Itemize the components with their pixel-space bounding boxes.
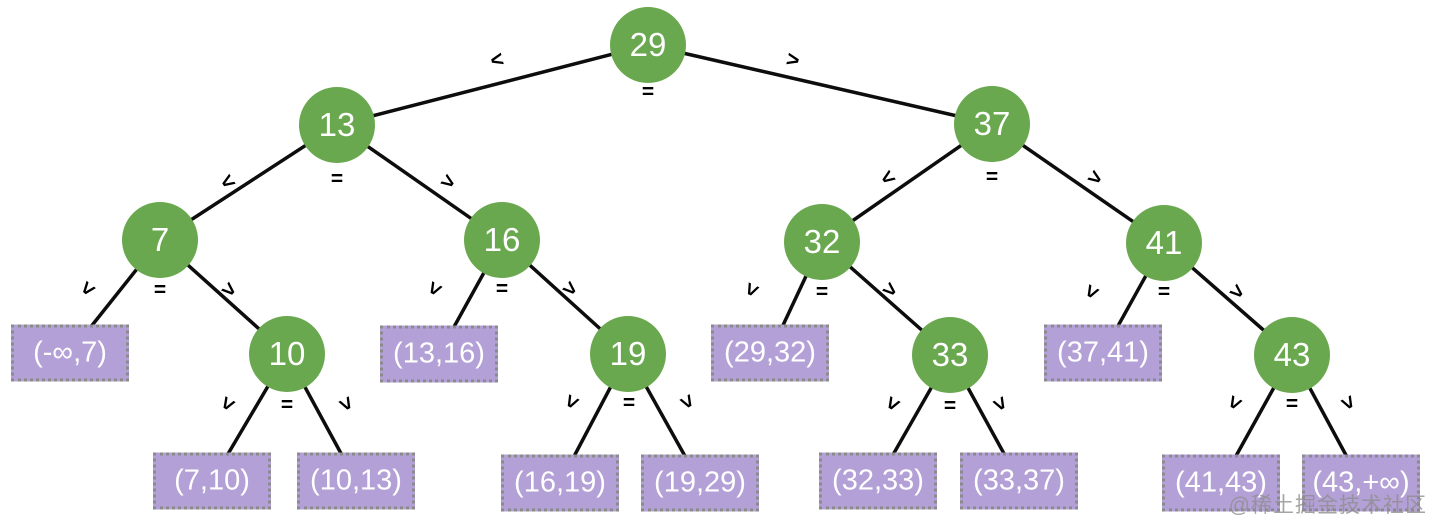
- equals-label: =: [1285, 392, 1299, 416]
- equals-label: =: [622, 391, 636, 415]
- leaf-interval-b_7_10: (7,10): [153, 452, 271, 510]
- leaf-interval-b_29_32: (29,32): [711, 324, 829, 382]
- tree-node-n10: 10: [249, 316, 325, 392]
- tree-node-n41: 41: [1126, 205, 1202, 281]
- tree-edge: [336, 43, 649, 127]
- equals-label: =: [153, 278, 167, 302]
- tree-node-n19: 19: [590, 316, 666, 392]
- tree-node-n7: 7: [122, 202, 198, 278]
- equals-label: =: [330, 167, 344, 191]
- watermark-text: @稀土掘金技术社区: [1228, 494, 1427, 517]
- tree-edge: [647, 43, 993, 126]
- leaf-interval-b_19_29: (19,29): [641, 454, 759, 512]
- leaf-interval-b_13_16: (13,16): [380, 325, 498, 383]
- leaf-interval-b_32_33: (32,33): [819, 452, 937, 510]
- equals-label: =: [495, 277, 509, 301]
- leaf-interval-b_neginf_7: (-∞,7): [11, 324, 129, 382]
- tree-node-n13: 13: [299, 87, 375, 163]
- tree-node-n33: 33: [912, 317, 988, 393]
- leaf-interval-b_10_13: (10,13): [297, 452, 415, 510]
- tree-node-n16: 16: [464, 202, 540, 278]
- equals-label: =: [943, 394, 957, 418]
- tree-node-n37: 37: [954, 86, 1030, 162]
- leaf-interval-b_37_41: (37,41): [1044, 324, 1162, 382]
- leaf-interval-b_16_19: (16,19): [501, 454, 619, 512]
- equals-label: =: [815, 280, 829, 304]
- leaf-interval-b_33_37: (33,37): [960, 452, 1078, 510]
- equals-label: =: [641, 80, 655, 104]
- leaf-interval-b_43_posinf: (43,+∞): [1302, 454, 1420, 512]
- equals-label: =: [280, 393, 294, 417]
- equals-label: =: [985, 165, 999, 189]
- leaf-interval-b_41_43: (41,43): [1162, 454, 1280, 512]
- tree-node-n32: 32: [784, 204, 860, 280]
- tree-node-n43: 43: [1254, 317, 1330, 393]
- equals-label: =: [1157, 280, 1171, 304]
- tree-node-n29: 29: [610, 7, 686, 83]
